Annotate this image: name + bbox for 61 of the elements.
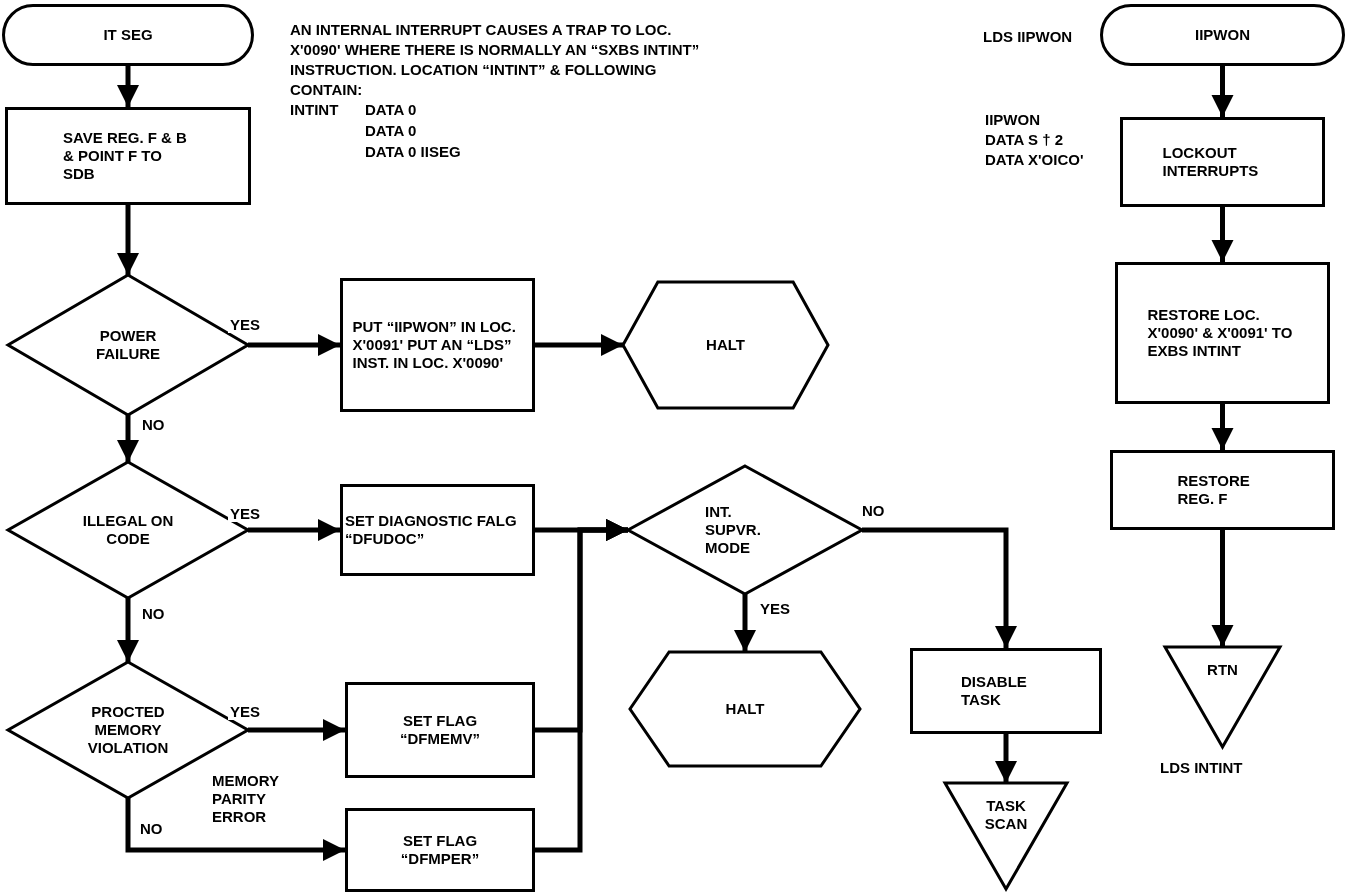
process-box xyxy=(340,278,535,412)
arrow xyxy=(535,334,623,356)
node-label: PUT “IIPWON” IN LOC. X'0091' PUT AN “LDS” INST. IN LOC. X'0090' xyxy=(352,318,517,372)
node-label: TASK SCAN xyxy=(983,797,1029,833)
node-label: DISABLE TASK xyxy=(961,673,1028,709)
decision-diamond xyxy=(628,466,862,594)
arrow xyxy=(117,205,139,275)
arrow xyxy=(125,798,345,861)
arrow xyxy=(1211,404,1234,450)
branch-note: MEMORY PARITY ERROR xyxy=(212,772,280,826)
code-listing-line: IIPWON xyxy=(985,110,1040,130)
arrow xyxy=(1211,530,1234,647)
code-listing-line: DATA X'OICO' xyxy=(985,150,1084,170)
node-caption: LDS IIPWON xyxy=(983,28,1073,46)
halt-hexagon xyxy=(623,282,828,408)
node-label: INT. SUPVR. MODE xyxy=(705,503,762,557)
node-label: HALT xyxy=(706,336,745,354)
code-listing-line: DATA S † 2 xyxy=(985,130,1064,150)
process-box xyxy=(1120,117,1325,207)
node-label: RTN xyxy=(1207,661,1238,679)
code-listing-line: DATA 0 xyxy=(365,100,417,120)
note-text: AN INTERNAL INTERRUPT CAUSES A TRAP TO LOC. X'0090' WHERE THERE IS NORMALLY AN “SXBS INTINT” INSTRUCTION. LOCATION “INTINT” & FOLLOWING CONTAIN: xyxy=(290,20,700,100)
code-listing-line: DATA 0 xyxy=(365,121,417,141)
process-box xyxy=(340,484,535,576)
arrow xyxy=(862,527,1017,648)
node-label: SET FLAG “DFMPER” xyxy=(399,832,481,868)
node-label: POWER FAILURE xyxy=(94,327,162,363)
arrow xyxy=(248,334,340,356)
halt-hexagon xyxy=(630,652,860,766)
node-label: ILLEGAL ON CODE xyxy=(81,512,175,548)
process-box xyxy=(345,808,535,892)
code-listing-line: DATA 0 IISEG xyxy=(365,142,461,162)
arrow xyxy=(117,415,139,462)
arrow xyxy=(1211,66,1234,117)
terminal-shape xyxy=(2,4,254,66)
process-box xyxy=(5,107,251,205)
node-label: IT SEG xyxy=(102,26,154,44)
node-caption: LDS INTINT xyxy=(1160,759,1243,777)
code-listing-line: INTINT xyxy=(290,100,339,120)
node-label: IIPWON xyxy=(1195,26,1250,44)
node-label: SET DIAGNOSTIC FALG “DFUDOC” xyxy=(345,512,518,548)
node-label: LOCKOUT INTERRUPTS xyxy=(1162,144,1260,180)
process-box xyxy=(1110,450,1335,530)
process-box xyxy=(1115,262,1330,404)
process-box xyxy=(910,648,1102,734)
process-box xyxy=(345,682,535,778)
arrow xyxy=(117,598,139,662)
arrow xyxy=(734,594,756,652)
terminal-triangle xyxy=(945,783,1067,889)
node-label: HALT xyxy=(725,700,765,718)
node-label: RESTORE LOC. X'0090' & X'0091' TO EXBS INTINT xyxy=(1147,306,1294,360)
node-label: RESTORE REG. F xyxy=(1177,472,1251,508)
node-label: PROCTED MEMORY VIOLATION xyxy=(86,703,170,757)
arrow xyxy=(1211,207,1234,262)
arrow xyxy=(248,719,345,741)
node-label: SET FLAG “DFMEMV” xyxy=(399,712,481,748)
arrow xyxy=(535,519,628,853)
arrow xyxy=(117,66,139,107)
node-label: SAVE REG. F & B & POINT F TO SDB xyxy=(63,129,188,183)
arrow xyxy=(248,519,340,541)
arrow xyxy=(995,734,1017,783)
